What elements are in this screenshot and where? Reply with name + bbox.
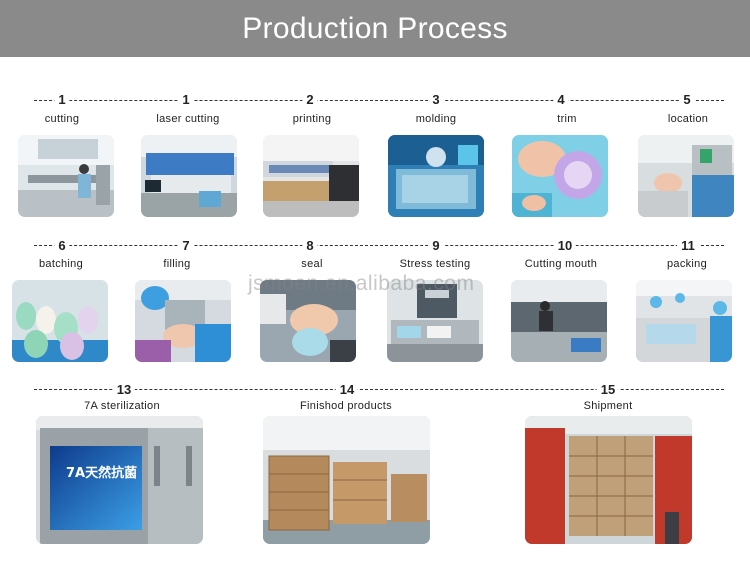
step-number: 9: [428, 238, 444, 253]
step-label: location: [667, 113, 709, 125]
photo-filling: [135, 280, 231, 362]
step-label: trim: [557, 113, 577, 125]
photo-molding: [388, 135, 484, 217]
step-label: cutting: [44, 113, 80, 125]
step-label: laser cutting: [156, 113, 220, 125]
photo-laser-cutting: [141, 135, 237, 217]
step-number: 5: [679, 92, 695, 107]
step-number: 4: [553, 92, 569, 107]
step-number: 2: [302, 92, 318, 107]
photo-location: [638, 135, 734, 217]
step-number: 3: [428, 92, 444, 107]
photo-packing: [636, 280, 732, 362]
photo-stress-testing: [387, 280, 483, 362]
step-label: Stress testing: [399, 258, 471, 270]
step-label: Finishod products: [300, 400, 392, 412]
photo-trim: [512, 135, 608, 217]
photo-printing: [263, 135, 359, 217]
page-title: Production Process: [242, 11, 508, 45]
photo-cutting-mouth: [511, 280, 607, 362]
row-1-divider: [34, 100, 724, 101]
step-number: 7: [178, 238, 194, 253]
step-label: Shipment: [583, 400, 633, 412]
photo-sterilization: [36, 416, 203, 544]
photo-finished-products: [263, 416, 430, 544]
row-3-divider: [34, 389, 724, 390]
step-label: printing: [292, 113, 332, 125]
step-number: 1: [54, 92, 70, 107]
step-label: batching: [39, 258, 83, 270]
watermark: jsmoen.en.alibaba.com: [248, 272, 475, 295]
photo-shipment: [525, 416, 692, 544]
sterilization-sign: 7A天然抗菌: [66, 466, 138, 481]
step-number: 6: [54, 238, 70, 253]
row-2-divider: [34, 245, 724, 246]
step-label: seal: [301, 258, 323, 270]
step-number: 11: [677, 238, 699, 253]
step-number: 1: [178, 92, 194, 107]
step-number: 15: [596, 382, 620, 397]
step-label: packing: [666, 258, 708, 270]
step-label: Cutting mouth: [524, 258, 598, 270]
page-header: Production Process: [0, 0, 750, 57]
step-number: 13: [112, 382, 136, 397]
step-label: 7A sterilization: [84, 400, 160, 412]
step-number: 10: [553, 238, 577, 253]
photo-seal: [260, 280, 356, 362]
step-number: 8: [302, 238, 318, 253]
photo-cutting: [18, 135, 114, 217]
photo-batching: [12, 280, 108, 362]
step-number: 14: [335, 382, 359, 397]
step-label: molding: [415, 113, 457, 125]
step-label: filling: [163, 258, 191, 270]
